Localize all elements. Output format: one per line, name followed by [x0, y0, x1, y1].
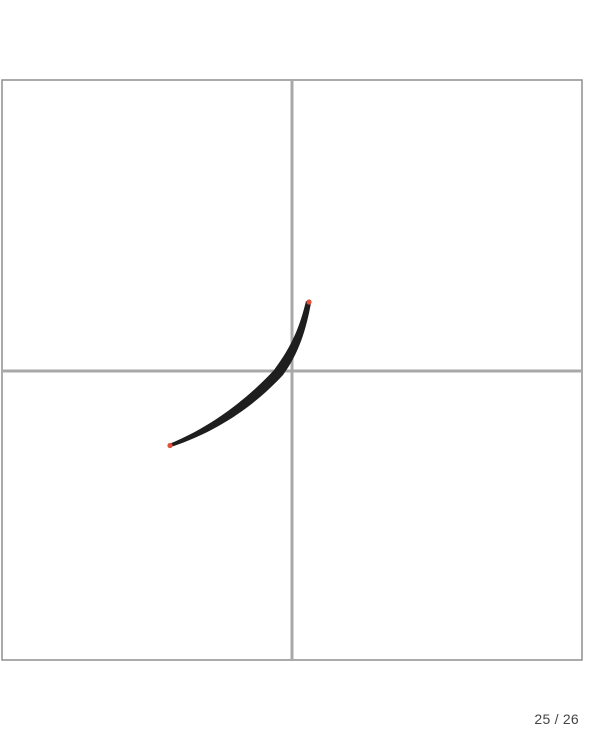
page-counter: 25/26: [534, 711, 579, 727]
page-current: 25: [534, 711, 551, 727]
page-total: 26: [562, 711, 579, 727]
stroke-start-point[interactable]: [306, 299, 312, 305]
brush-stroke-body: [169, 301, 311, 447]
practice-grid: [1, 79, 583, 661]
page-separator: /: [554, 711, 559, 727]
stroke-end-point[interactable]: [167, 442, 173, 449]
brush-stroke-icon: [167, 299, 312, 449]
